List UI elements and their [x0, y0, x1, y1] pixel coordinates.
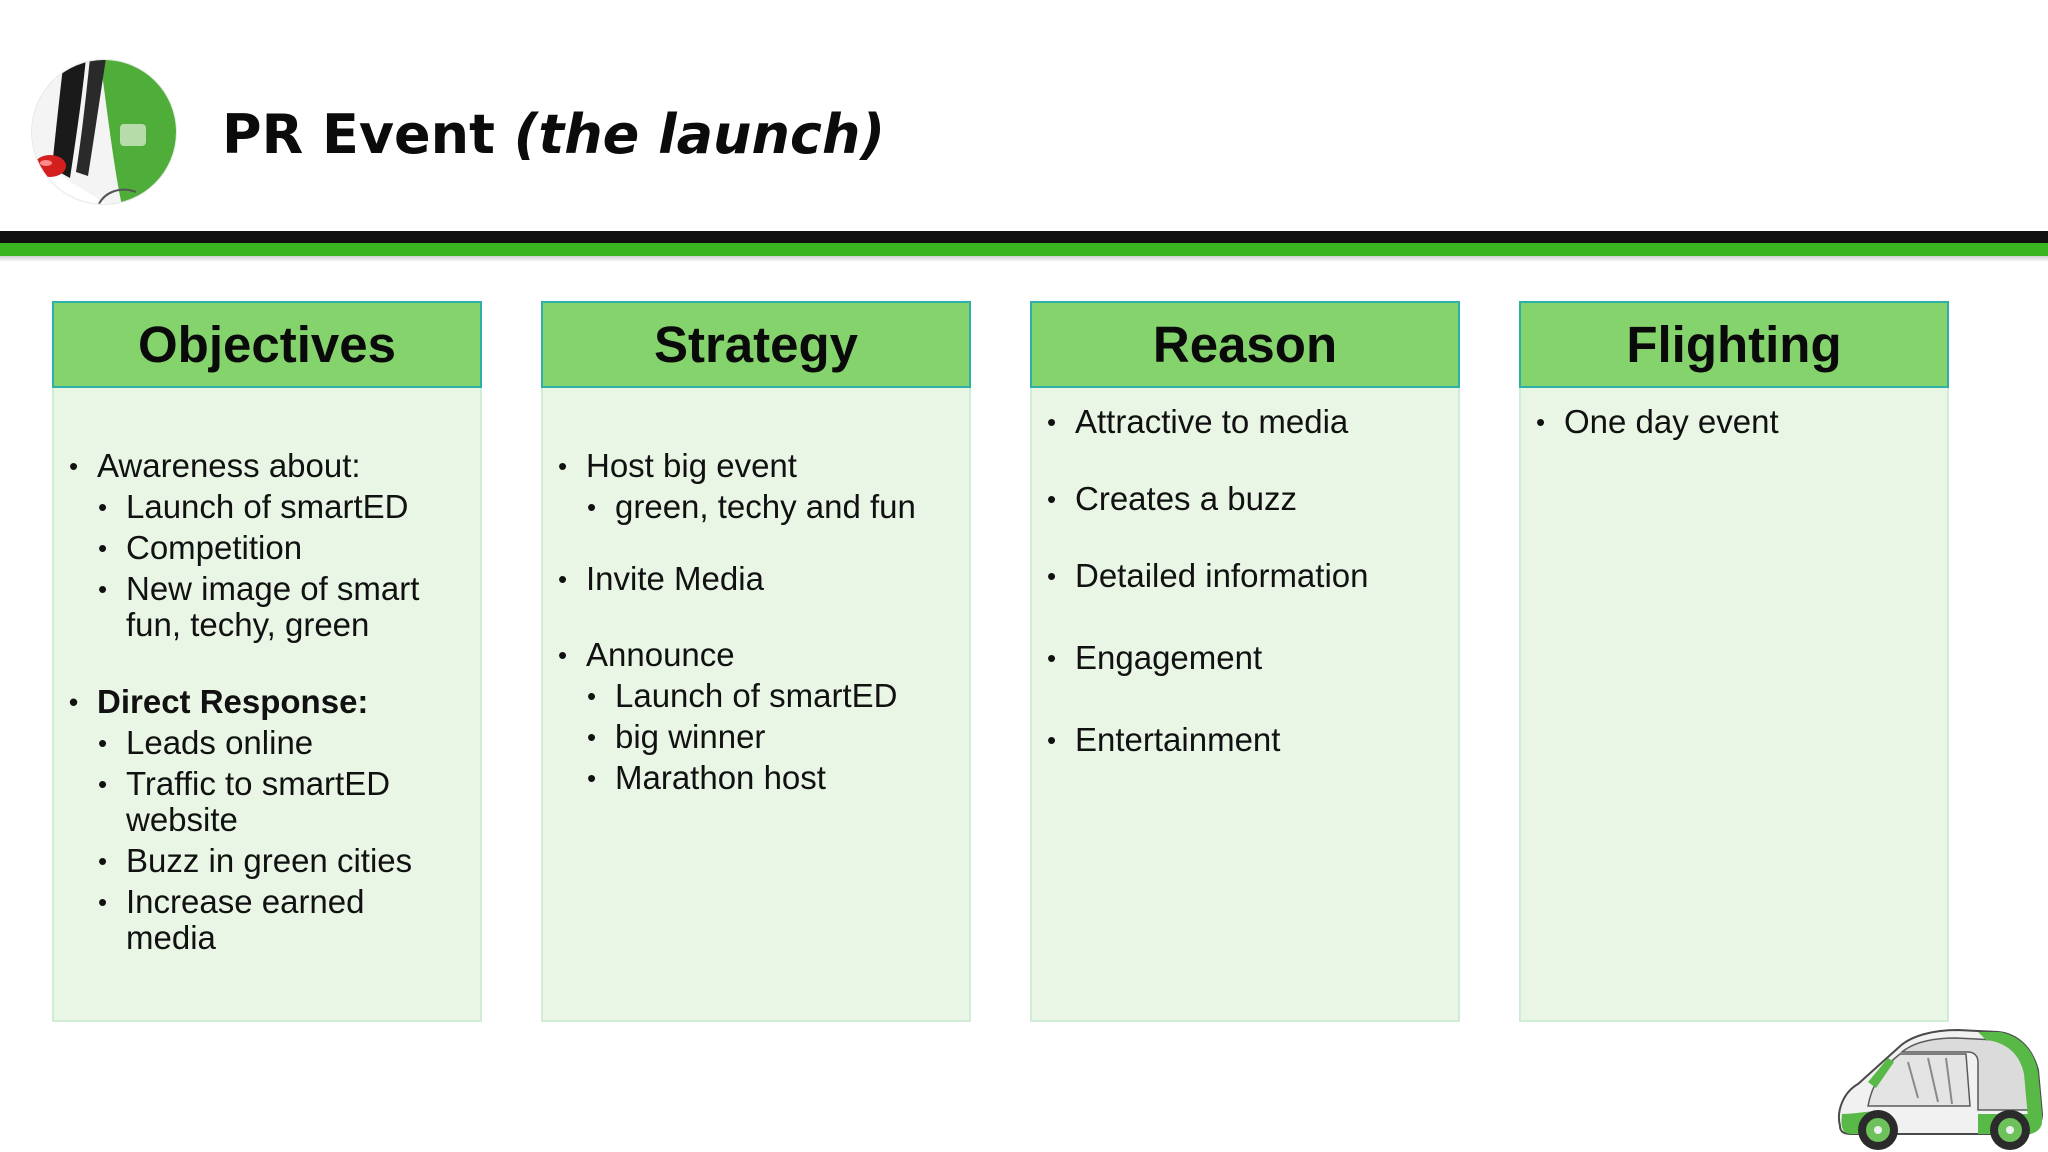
objectives-header: Objectives: [52, 301, 482, 388]
header-rule-shadow: [0, 256, 2048, 262]
objectives-group-awareness: Awareness about: Launch of smartED Compe…: [54, 448, 480, 643]
list-item: One day event: [1521, 404, 1947, 441]
list-item-line: fun, techy, green: [126, 606, 370, 643]
title-italic: (the launch): [513, 103, 886, 166]
objectives-title: Objectives: [138, 316, 396, 373]
list-item: Competition: [54, 530, 480, 567]
smart-car-logo-icon: [31, 59, 177, 205]
list-item: big winner: [543, 719, 969, 756]
list-item: Entertainment: [1032, 722, 1458, 759]
objectives-column: Objectives Awareness about: Launch of sm…: [52, 301, 482, 1022]
list-item: Invite Media: [543, 561, 969, 598]
strategy-column: Strategy Host big event green, techy and…: [541, 301, 971, 1022]
list-item: Engagement: [1032, 640, 1458, 677]
strategy-list: Host big event green, techy and fun Invi…: [543, 448, 969, 797]
list-item: Marathon host: [543, 760, 969, 797]
flighting-column: Flighting One day event: [1519, 301, 1949, 1022]
list-item: Launch of smartED: [54, 489, 480, 526]
list-item: Detailed information: [1032, 558, 1458, 595]
list-item: Attractive to media: [1032, 404, 1458, 441]
header-rule-green: [0, 243, 2048, 256]
flighting-body: One day event: [1521, 388, 1947, 1020]
list-item-line: website: [126, 801, 238, 838]
reason-column: Reason Attractive to media Creates a buz…: [1030, 301, 1460, 1022]
smart-car-illustration-icon: [1838, 1028, 2044, 1150]
list-item: Direct Response:: [54, 684, 480, 721]
title-main: PR Event: [222, 103, 514, 166]
list-item: Leads online: [54, 725, 480, 762]
list-item: Buzz in green cities: [54, 843, 480, 880]
flighting-list: One day event: [1521, 404, 1947, 441]
list-item: green, techy and fun: [543, 489, 969, 526]
list-item: Awareness about:: [54, 448, 480, 485]
list-item: Creates a buzz: [1032, 481, 1458, 518]
reason-body: Attractive to media Creates a buzz Detai…: [1032, 388, 1458, 1020]
list-item: Launch of smartED: [543, 678, 969, 715]
list-item-line: New image of smart: [126, 570, 420, 607]
strategy-title: Strategy: [653, 316, 859, 373]
reason-title: Reason: [1152, 316, 1338, 373]
flighting-title: Flighting: [1626, 316, 1842, 373]
list-item-line: media: [126, 919, 216, 956]
objectives-body: Awareness about: Launch of smartED Compe…: [54, 388, 480, 1020]
objectives-group-direct-response: Direct Response: Leads online Traffic to…: [54, 684, 480, 956]
reason-list: Attractive to media Creates a buzz Detai…: [1032, 404, 1458, 759]
list-item: Announce: [543, 637, 969, 674]
header-rule-black: [0, 231, 2048, 243]
flighting-header: Flighting: [1519, 301, 1949, 388]
strategy-body: Host big event green, techy and fun Invi…: [543, 388, 969, 1020]
strategy-header: Strategy: [541, 301, 971, 388]
page-title: PR Event (the launch): [222, 100, 885, 170]
list-item: Host big event: [543, 448, 969, 485]
list-item-line: Traffic to smartED: [126, 765, 391, 802]
reason-header: Reason: [1030, 301, 1460, 388]
list-item-line: Increase earned: [126, 883, 365, 920]
